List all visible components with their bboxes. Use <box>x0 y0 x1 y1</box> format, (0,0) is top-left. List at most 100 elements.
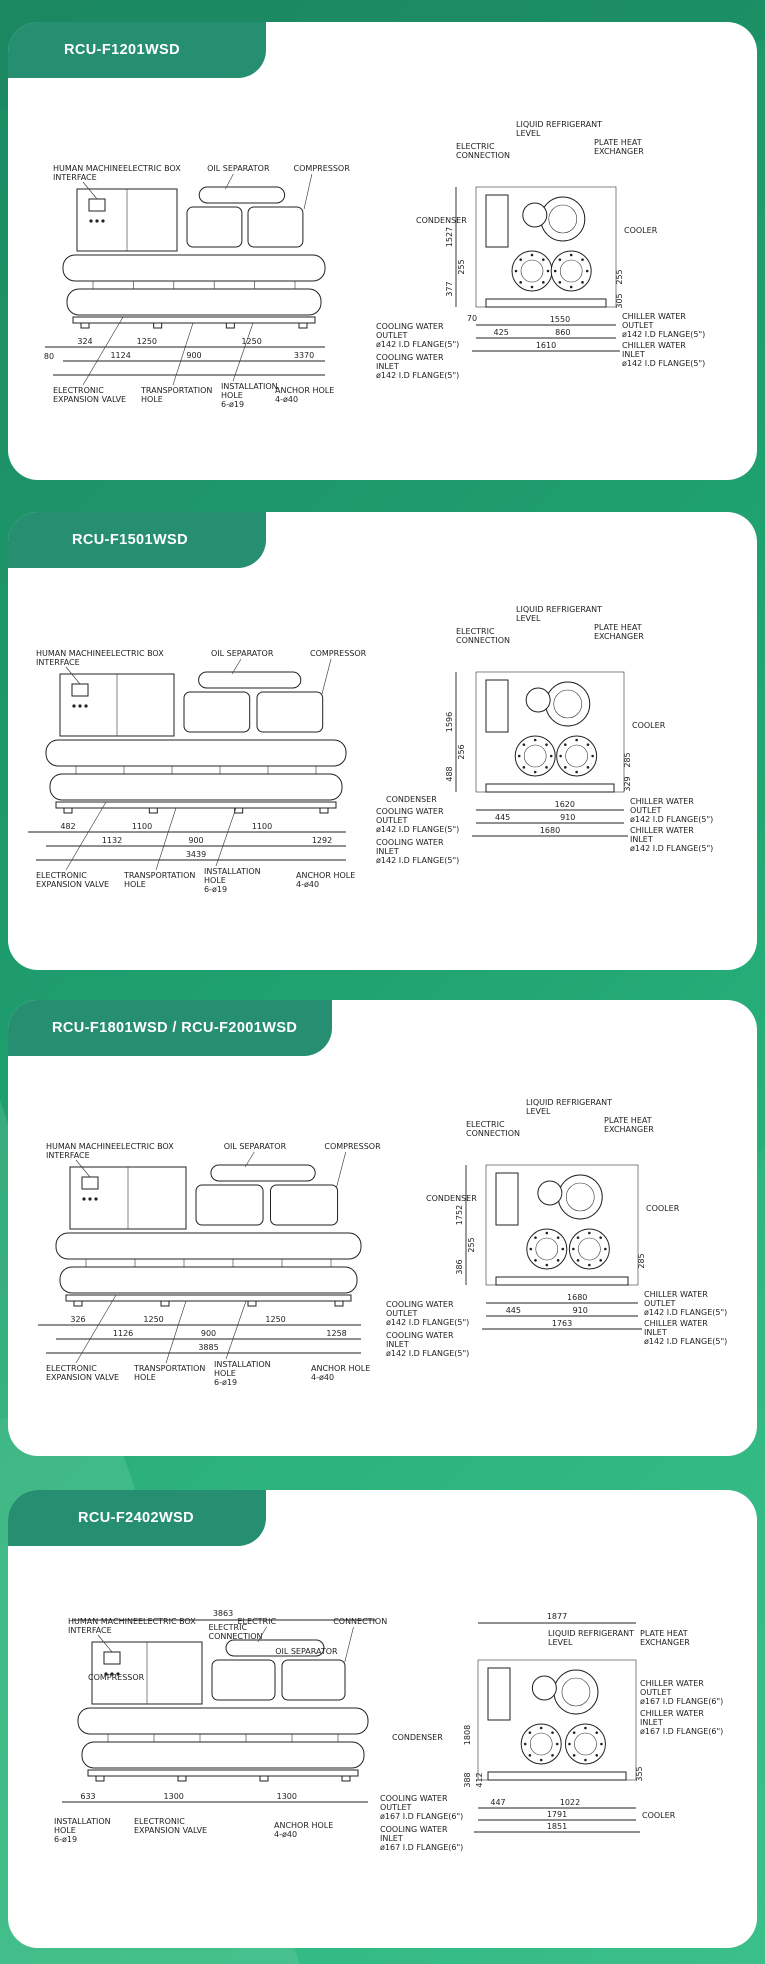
label: COOLING WATER <box>376 353 444 362</box>
dimension-value: 482 <box>60 822 75 831</box>
label: ELECTRIC <box>466 1120 505 1129</box>
indicator-light <box>94 1197 98 1201</box>
label: CONDENSER <box>392 1733 443 1742</box>
label: CHILLER WATER <box>640 1679 704 1688</box>
side-electric-box <box>485 679 509 733</box>
label: ø142 I.D FLANGE(5") <box>386 1349 469 1358</box>
side-base <box>485 298 607 308</box>
flange-bolt <box>604 1247 607 1251</box>
dimension-value: 1752 <box>455 1205 464 1225</box>
flange-bolt <box>595 1754 599 1757</box>
flange-bolt <box>523 1742 527 1746</box>
label: OUTLET <box>622 321 654 330</box>
label: COMPRESSOR <box>310 649 367 658</box>
anchor-foot <box>341 1775 351 1782</box>
flange-bolt <box>553 269 557 273</box>
label: TRANSPORTATION <box>140 386 212 395</box>
label: COOLING WATER <box>380 1825 448 1834</box>
label: INTERFACE <box>36 658 80 667</box>
anchor-foot <box>80 322 90 329</box>
label: TRANSPORTATION <box>123 871 195 880</box>
label: CONDENSER <box>426 1194 477 1203</box>
label: ø142 I.D FLANGE(5") <box>376 340 459 349</box>
label: EXPANSION VALVE <box>36 880 109 889</box>
flange-bolt <box>549 754 553 758</box>
leader-line <box>97 1634 113 1653</box>
label: HUMAN MACHINE <box>36 649 106 658</box>
model-title-tab: RCU-F2402WSD <box>8 1490 266 1546</box>
flange-bolt <box>533 738 537 742</box>
dimension-value: 1100 <box>132 822 152 831</box>
label: CHILLER WATER <box>622 312 686 321</box>
label: ELECTRIC <box>456 142 495 151</box>
leader-line <box>82 181 98 200</box>
label: COOLING WATER <box>386 1331 454 1340</box>
dimension-value: 386 <box>455 1259 464 1274</box>
dimension-value: 1550 <box>550 315 570 324</box>
base-frame <box>87 1769 359 1777</box>
indicator-light <box>89 219 93 223</box>
label: ø167 I.D FLANGE(6") <box>380 1812 463 1821</box>
label: EXPANSION VALVE <box>46 1373 119 1382</box>
label: HOLE <box>54 1826 76 1835</box>
flange-bolt <box>528 1754 532 1757</box>
leader-line <box>215 807 237 867</box>
label: COOLING WATER <box>376 807 444 816</box>
condenser-end-inner <box>520 259 544 283</box>
leader-line <box>75 1159 91 1178</box>
plate-heat-exchanger-inner <box>565 1182 595 1212</box>
label: COMPRESSOR <box>324 1142 381 1151</box>
condenser-shell <box>55 1232 362 1260</box>
label: OUTLET <box>644 1299 676 1308</box>
anchor-foot <box>153 322 163 329</box>
label: PLATE HEAT <box>594 623 642 632</box>
plate-heat-exchanger-inner <box>561 1677 591 1707</box>
dimension-value: 324 <box>77 337 92 346</box>
condenser-end-inner <box>529 1732 553 1756</box>
dimension-value: 1620 <box>555 800 575 809</box>
leader-line <box>336 1151 347 1188</box>
leader-line <box>321 658 332 695</box>
flange-bolt <box>551 1754 554 1757</box>
label: ELECTRONIC <box>53 386 104 395</box>
flange-bolt <box>529 1247 533 1251</box>
condenser-end <box>511 250 553 292</box>
dimension-value: 1132 <box>102 836 122 845</box>
anchor-foot <box>334 1300 344 1307</box>
flange-bolt <box>514 269 518 273</box>
label: PLATE HEAT <box>594 138 642 147</box>
label: ø142 I.D FLANGE(5") <box>622 359 705 368</box>
leader-line <box>303 173 313 210</box>
flange-bolt <box>600 1742 603 1746</box>
label: 6-ø19 <box>214 1378 237 1387</box>
receiver <box>537 1180 563 1206</box>
label: ELECTRONIC <box>134 1817 185 1826</box>
label: OIL SEPARATOR <box>224 1142 287 1151</box>
anchor-foot <box>177 1775 187 1782</box>
label: ø142 I.D FLANGE(5") <box>386 1318 469 1327</box>
label: EXCHANGER <box>594 632 644 641</box>
label: LIQUID REFRIGERANT <box>516 120 602 129</box>
flange-bolt <box>539 1726 543 1730</box>
flange-bolt <box>581 281 584 284</box>
dimension-value: 445 <box>495 813 510 822</box>
label: COOLING WATER <box>386 1300 454 1309</box>
oil-separator <box>198 186 286 204</box>
label: 6-ø19 <box>221 400 244 409</box>
label: INSTALLATION <box>221 382 278 391</box>
label: INTERFACE <box>46 1151 90 1160</box>
flange-bolt <box>539 1758 543 1762</box>
hmi-screen <box>81 1176 99 1190</box>
oil-separator <box>225 1639 325 1657</box>
dimension-value: 255 <box>467 1237 476 1252</box>
anchor-foot <box>148 807 158 814</box>
condenser-end-inner <box>523 744 547 768</box>
cooler-end-inner <box>565 744 588 768</box>
plate-heat-exchanger <box>540 196 586 242</box>
dimension-value: 3370 <box>294 351 314 360</box>
dimension-value: 1258 <box>326 1329 346 1338</box>
label: 6-ø19 <box>54 1835 77 1844</box>
dimension-value: 447 <box>490 1798 505 1807</box>
label: 6-ø19 <box>204 885 227 894</box>
